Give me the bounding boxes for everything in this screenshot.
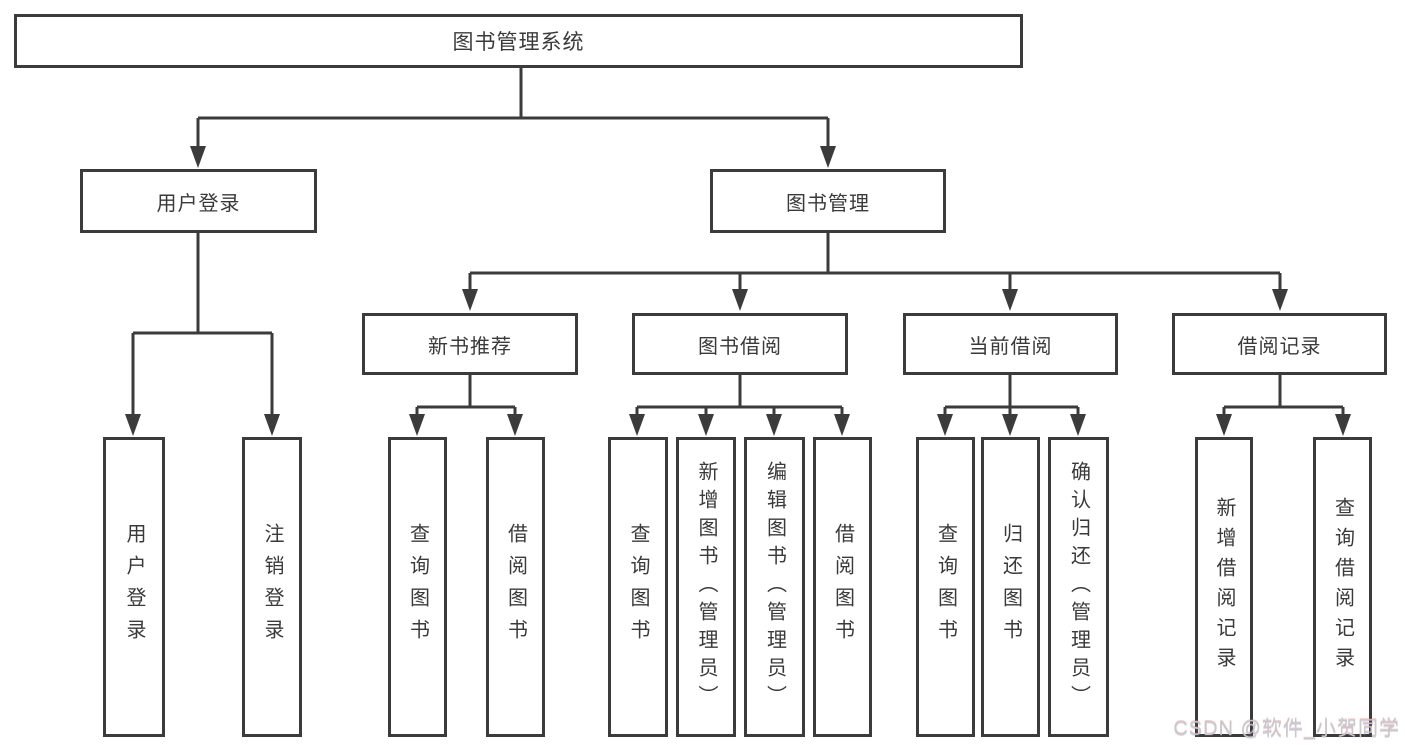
node-library-management-system: 图书管理系统 xyxy=(14,14,1023,68)
leaf-query-books-current: 查询图书 xyxy=(916,437,975,737)
leaf-add-borrow-record: 新增借阅记录 xyxy=(1195,437,1253,737)
node-label: 图书管理系统 xyxy=(452,31,585,54)
node-current-borrowing: 当前借阅 xyxy=(903,313,1118,375)
node-label: 查询借阅记录 xyxy=(1331,497,1354,677)
node-new-book-recommend: 新书推荐 xyxy=(362,313,578,375)
node-label: 用户登录 xyxy=(123,523,145,651)
node-label: 归还图书 xyxy=(999,523,1022,651)
node-label: 借阅记录 xyxy=(1237,335,1322,358)
node-label: 借阅图书 xyxy=(831,523,854,651)
node-label: 当前借阅 xyxy=(968,335,1053,358)
node-label: 注销登录 xyxy=(261,523,283,651)
node-book-borrowing: 图书借阅 xyxy=(632,313,848,375)
node-label: 新书推荐 xyxy=(428,335,512,358)
node-label: 图书借阅 xyxy=(698,335,782,358)
node-label: 借阅图书 xyxy=(504,523,527,651)
node-label: 查询图书 xyxy=(406,523,429,651)
node-label: 查询图书 xyxy=(934,523,957,651)
leaf-edit-books-admin: 编辑图书（管理员） xyxy=(744,437,805,737)
leaf-user-login: 用户登录 xyxy=(103,437,165,737)
node-user-login: 用户登录 xyxy=(80,169,317,233)
leaf-borrow-books-recommend: 借阅图书 xyxy=(486,437,545,737)
node-book-management: 图书管理 xyxy=(710,169,946,233)
leaf-return-books: 归还图书 xyxy=(981,437,1040,737)
leaf-query-books-recommend: 查询图书 xyxy=(388,437,447,737)
node-label: 查询图书 xyxy=(627,523,649,651)
leaf-query-books-borrow: 查询图书 xyxy=(608,437,668,737)
node-label: 确认归还（管理员） xyxy=(1067,461,1090,713)
leaf-borrow-books: 借阅图书 xyxy=(813,437,872,737)
node-label: 新增图书（管理员） xyxy=(695,461,717,713)
node-label: 新增借阅记录 xyxy=(1213,497,1235,677)
node-borrowing-records: 借阅记录 xyxy=(1172,313,1387,375)
leaf-logout: 注销登录 xyxy=(242,437,302,737)
node-label: 用户登录 xyxy=(156,192,241,215)
leaf-confirm-return-admin: 确认归还（管理员） xyxy=(1048,437,1109,737)
node-label: 图书管理 xyxy=(786,192,870,215)
leaf-query-borrow-record: 查询借阅记录 xyxy=(1313,437,1372,737)
leaf-add-books-admin: 新增图书（管理员） xyxy=(676,437,736,737)
node-label: 编辑图书（管理员） xyxy=(763,461,786,713)
